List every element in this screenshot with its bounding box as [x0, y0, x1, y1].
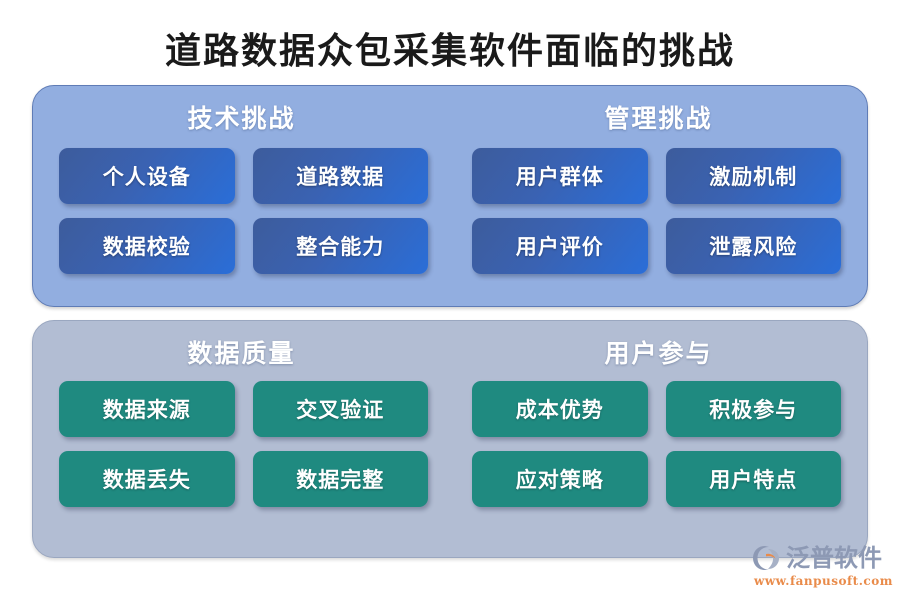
chip-item[interactable]: 应对策略: [472, 451, 648, 507]
chip-grid-technical-management: 个人设备 道路数据 用户群体 激励机制 数据校验 整合能力 用户评价 泄露风险: [59, 148, 841, 274]
chip-item[interactable]: 数据来源: [59, 381, 235, 437]
chip-group-data-quality: 数据来源 交叉验证: [59, 381, 450, 437]
chip-group-user-participation: 应对策略 用户特点: [450, 451, 841, 507]
group-header-technical: 技术挑战: [187, 104, 296, 133]
group-header-management: 管理挑战: [604, 104, 713, 133]
chip-item[interactable]: 数据校验: [59, 218, 235, 274]
chip-item[interactable]: 道路数据: [252, 148, 428, 204]
chip-row: 个人设备 道路数据 用户群体 激励机制: [59, 148, 841, 204]
chip-group-technical: 个人设备 道路数据: [59, 148, 450, 204]
chip-item[interactable]: 数据丢失: [59, 451, 235, 507]
panel-group-headers: 技术挑战 管理挑战: [33, 102, 867, 136]
brand-logo: 泛普软件 www.fanpusoft.com: [752, 543, 892, 591]
chip-group-user-participation: 成本优势 积极参与: [450, 381, 841, 437]
group-header-data-quality: 数据质量: [187, 339, 296, 368]
group-header-user-participation: 用户参与: [604, 339, 713, 368]
fanpu-swoosh-icon: [752, 544, 782, 572]
brand-name: 泛普软件: [786, 543, 882, 572]
chip-item[interactable]: 成本优势: [472, 381, 648, 437]
brand-logo-row: 泛普软件: [752, 543, 892, 573]
chip-item[interactable]: 激励机制: [665, 148, 841, 204]
chip-item[interactable]: 数据完整: [252, 451, 428, 507]
chip-item[interactable]: 积极参与: [665, 381, 841, 437]
brand-url: www.fanpusoft.com: [754, 574, 893, 588]
panel-group-headers: 数据质量 用户参与: [33, 337, 867, 371]
panel-technical-management: 技术挑战 管理挑战 个人设备 道路数据 用户群体 激励机制 数据校验 整合能力 …: [32, 85, 868, 307]
chip-group-management: 用户评价 泄露风险: [450, 218, 841, 274]
chip-group-data-quality: 数据丢失 数据完整: [59, 451, 450, 507]
panel-quality-participation: 数据质量 用户参与 数据来源 交叉验证 成本优势 积极参与 数据丢失 数据完整 …: [32, 320, 868, 558]
chip-item[interactable]: 泄露风险: [665, 218, 841, 274]
chip-item[interactable]: 用户群体: [472, 148, 648, 204]
chip-grid-quality-participation: 数据来源 交叉验证 成本优势 积极参与 数据丢失 数据完整 应对策略 用户特点: [59, 381, 841, 507]
chip-group-technical: 数据校验 整合能力: [59, 218, 450, 274]
chip-group-management: 用户群体 激励机制: [450, 148, 841, 204]
chip-row: 数据来源 交叉验证 成本优势 积极参与: [59, 381, 841, 437]
chip-item[interactable]: 个人设备: [59, 148, 235, 204]
chip-item[interactable]: 用户评价: [472, 218, 648, 274]
chip-row: 数据校验 整合能力 用户评价 泄露风险: [59, 218, 841, 274]
page-title: 道路数据众包采集软件面临的挑战: [164, 30, 735, 72]
chip-row: 数据丢失 数据完整 应对策略 用户特点: [59, 451, 841, 507]
chip-item[interactable]: 整合能力: [252, 218, 428, 274]
chip-item[interactable]: 用户特点: [665, 451, 841, 507]
chip-item[interactable]: 交叉验证: [252, 381, 428, 437]
